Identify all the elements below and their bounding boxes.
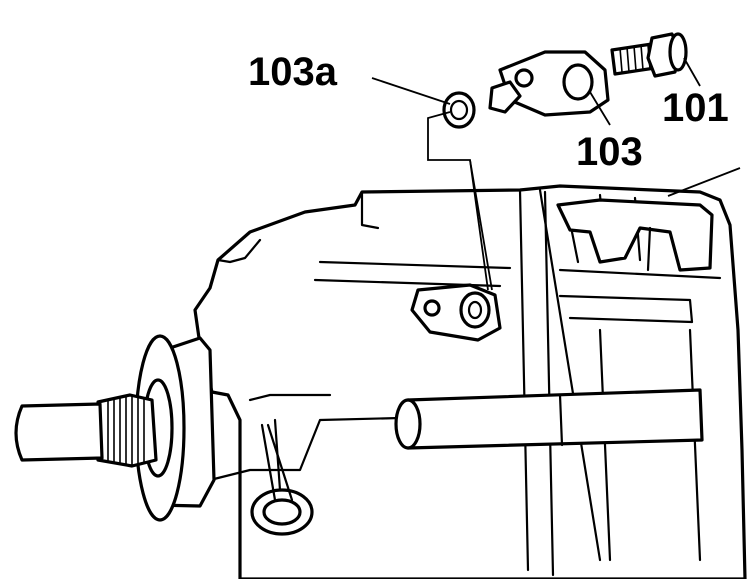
leader-103 <box>589 91 611 126</box>
housing-leader-line <box>667 167 741 197</box>
assembly-path-line <box>427 111 489 291</box>
assembly-path-line-inner <box>469 159 493 291</box>
mounting-flange <box>410 283 502 342</box>
cover-plate-103 <box>488 50 610 117</box>
callout-103: 103 <box>576 130 643 174</box>
linkage-bracket <box>556 198 714 272</box>
leader-101 <box>683 57 701 87</box>
drive-shaft <box>14 334 216 522</box>
o-ring-103a <box>442 91 476 129</box>
leader-103a <box>371 77 451 105</box>
bolt-101 <box>610 32 688 78</box>
lower-plug <box>250 423 314 536</box>
control-rod <box>394 388 704 450</box>
callout-101: 101 <box>662 86 729 130</box>
pump-housing <box>193 184 747 579</box>
callout-103a: 103a <box>248 50 337 94</box>
